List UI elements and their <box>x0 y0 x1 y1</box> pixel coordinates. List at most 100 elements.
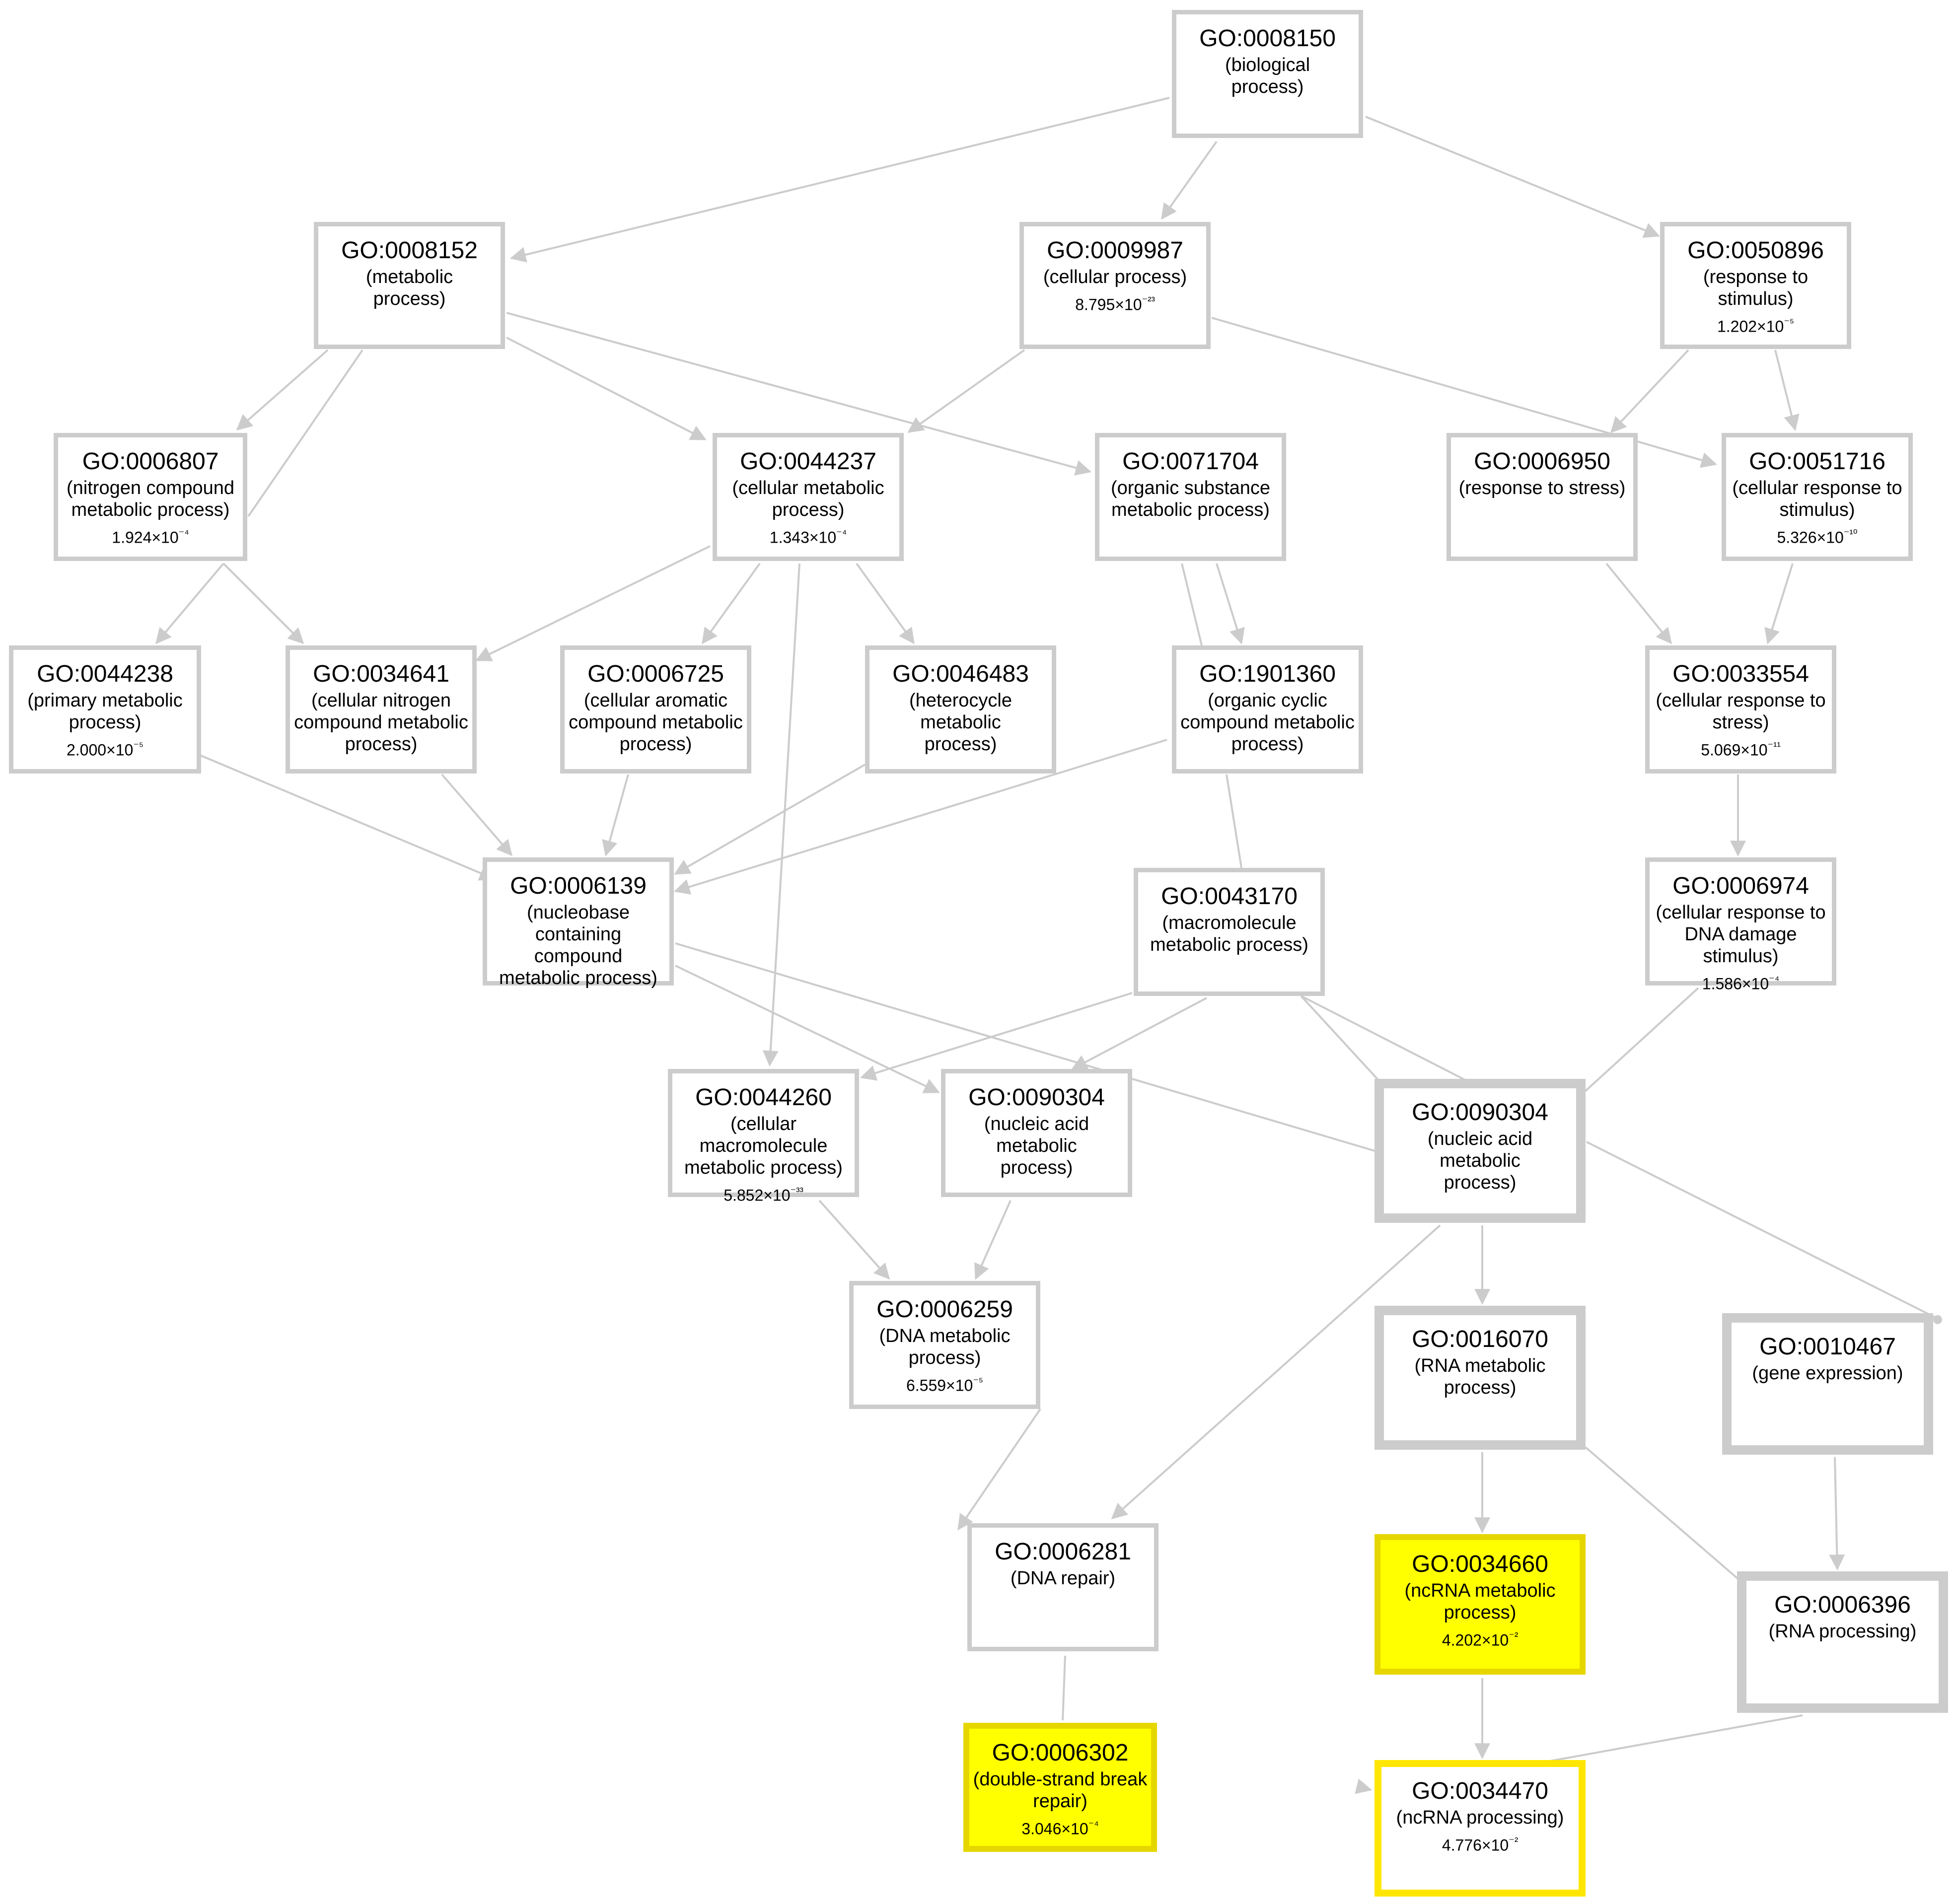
node-go-0006974[interactable]: GO:0006974 (cellular response to DNA dam… <box>1645 857 1836 993</box>
p-value-exponent: ⁻³³ <box>790 1185 803 1198</box>
node-description: (ncRNA metabolic process) <box>1404 1580 1556 1623</box>
node-go-0046483[interactable]: GO:0046483 (heterocycle metabolic proces… <box>865 645 1056 774</box>
edge-43 <box>1829 1457 1845 1571</box>
edge-31 <box>675 965 940 1093</box>
node-go-id: GO:0033554 <box>1672 661 1809 687</box>
node-description: (nucleic acid metabolic process) <box>984 1114 1089 1178</box>
edge-39 <box>1111 1224 1441 1520</box>
edge-36 <box>974 1200 1012 1280</box>
node-description: (cellular aromatic compound metabolic pr… <box>569 690 743 755</box>
node-go-0009987[interactable]: GO:0009987 (cellular process) 8.795×10⁻²… <box>1019 222 1211 349</box>
node-description: (cellular nitrogen compound metabolic pr… <box>294 690 468 755</box>
node-go-0090304-small[interactable]: GO:0090304 (nucleic acid metabolic proce… <box>941 1069 1132 1197</box>
node-go-0071704[interactable]: GO:0071704 (organic substance metabolic … <box>1095 433 1286 561</box>
node-go-id: GO:0006139 <box>510 873 647 899</box>
edge-5 <box>506 337 707 440</box>
edge-0 <box>509 97 1170 263</box>
edge-2 <box>1365 116 1660 238</box>
edge-12 <box>222 563 304 644</box>
node-go-id: GO:0006950 <box>1474 448 1610 475</box>
node-go-0006281[interactable]: GO:0006281 (DNA repair) <box>967 1523 1159 1651</box>
node-go-id: GO:0034470 <box>1412 1778 1548 1804</box>
node-description: (double-strand break repair) <box>973 1769 1148 1812</box>
node-description: (cellular process) <box>1043 267 1187 287</box>
node-go-id: GO:0006281 <box>995 1539 1131 1565</box>
node-description: (primary metabolic process) <box>27 690 183 733</box>
node-go-id: GO:0006396 <box>1774 1592 1911 1618</box>
node-go-id: GO:1901360 <box>1199 661 1336 687</box>
node-description: (response to stimulus) <box>1703 267 1809 309</box>
edge-20 <box>1764 563 1794 645</box>
node-go-id: GO:0043170 <box>1161 883 1298 910</box>
node-go-id: GO:0090304 <box>968 1084 1105 1111</box>
node-go-0044260[interactable]: GO:0044260 (cellular macromolecule metab… <box>668 1069 859 1204</box>
edge-35 <box>818 1199 890 1280</box>
node-p-value: 2.000×10⁻⁵ <box>66 740 144 759</box>
node-go-0006807[interactable]: GO:0006807 (nitrogen compound metabolic … <box>54 433 247 561</box>
node-go-0051716[interactable]: GO:0051716 (cellular response to stimulu… <box>1722 433 1913 561</box>
node-go-0034641[interactable]: GO:0034641 (cellular nitrogen compound m… <box>286 645 477 774</box>
node-p-value: 4.776×10⁻² <box>1442 1835 1519 1854</box>
edge-42 <box>1585 1446 1739 1580</box>
edge-14 <box>702 563 761 644</box>
node-go-0090304-large[interactable]: GO:0090304 (nucleic acid metabolic proce… <box>1375 1079 1586 1223</box>
node-go-0006950[interactable]: GO:0006950 (response to stress) <box>1447 433 1638 561</box>
node-description: (gene expression) <box>1752 1363 1903 1384</box>
node-go-id: GO:0046483 <box>892 661 1029 687</box>
node-go-0044237[interactable]: GO:0044237 (cellular metabolic process) … <box>713 433 904 561</box>
edge-22 <box>441 774 513 856</box>
node-go-0033554[interactable]: GO:0033554 (cellular response to stress)… <box>1645 645 1836 774</box>
node-go-0008152[interactable]: GO:0008152 (metabolic process) <box>314 222 505 349</box>
edge-13 <box>475 545 711 661</box>
node-go-0050896[interactable]: GO:0050896 (response to stimulus) 1.202×… <box>1660 222 1851 349</box>
node-go-0044238[interactable]: GO:0044238 (primary metabolic process) 2… <box>9 645 201 774</box>
node-description: (heterocycle metabolic process) <box>909 690 1012 755</box>
edge-26 <box>1226 774 1242 868</box>
node-go-id: GO:0034641 <box>313 661 449 687</box>
node-go-0034470[interactable]: GO:0034470 (ncRNA processing) 4.776×10⁻² <box>1375 1760 1586 1897</box>
edge-33 <box>1301 995 1470 1083</box>
node-go-0034660[interactable]: GO:0034660 (ncRNA metabolic process) 4.2… <box>1375 1534 1586 1675</box>
node-p-value: 1.343×10⁻⁴ <box>769 527 847 547</box>
edge-10 <box>1774 350 1800 431</box>
node-go-id: GO:0006302 <box>992 1740 1129 1766</box>
edge-44 <box>1062 1655 1066 1721</box>
node-p-value: 5.852×10⁻³³ <box>724 1185 803 1204</box>
node-go-id: GO:0008150 <box>1199 25 1336 52</box>
node-description: (metabolic process) <box>365 267 453 309</box>
edge-46 <box>1514 1714 1803 1768</box>
node-go-0006725[interactable]: GO:0006725 (cellular aromatic compound m… <box>560 645 751 774</box>
node-go-0006396[interactable]: GO:0006396 (RNA processing) <box>1737 1571 1948 1713</box>
node-go-id: GO:0071704 <box>1122 448 1259 475</box>
edge-9 <box>1610 349 1689 433</box>
p-value-exponent: ⁻¹⁰ <box>1843 527 1858 540</box>
node-p-value: 1.586×10⁻⁴ <box>1702 974 1780 993</box>
node-p-value: 3.046×10⁻⁴ <box>1021 1819 1099 1838</box>
edge-28 <box>860 992 1133 1081</box>
node-go-0006139[interactable]: GO:0006139 (nucleobase containing compou… <box>483 857 674 988</box>
node-go-1901360[interactable]: GO:1901360 (organic cyclic compound meta… <box>1172 645 1363 774</box>
edge-16 <box>762 563 800 1067</box>
node-go-0006259[interactable]: GO:0006259 (DNA metabolic process) 6.559… <box>849 1281 1040 1409</box>
node-go-id: GO:0006725 <box>587 661 724 687</box>
node-go-0010467[interactable]: GO:0010467 (gene expression) <box>1722 1313 1933 1455</box>
edge-24 <box>674 764 866 875</box>
node-description: (RNA metabolic process) <box>1414 1355 1546 1398</box>
node-description: (nucleobase containing compound metaboli… <box>499 902 657 988</box>
edge-15 <box>856 563 915 644</box>
node-go-0016070[interactable]: GO:0016070 (RNA metabolic process) <box>1375 1306 1586 1450</box>
edge-40 <box>957 1408 1041 1531</box>
edge-25 <box>673 739 1167 895</box>
node-go-id: GO:0006807 <box>82 448 219 475</box>
node-p-value: 1.202×10⁻⁵ <box>1717 316 1795 336</box>
node-go-0008150[interactable]: GO:0008150 (biological process) <box>1172 10 1363 138</box>
node-go-id: GO:0044238 <box>37 661 173 687</box>
p-value-exponent: ⁻⁴ <box>1088 1819 1099 1831</box>
node-go-0043170[interactable]: GO:0043170 (macromolecule metabolic proc… <box>1134 868 1325 996</box>
node-go-id: GO:0044237 <box>740 448 876 475</box>
node-p-value: 5.069×10⁻¹¹ <box>1701 740 1781 759</box>
node-description: (RNA processing) <box>1768 1621 1917 1642</box>
p-value-exponent: ⁻²³ <box>1142 294 1155 307</box>
node-go-0006302[interactable]: GO:0006302 (double-strand break repair) … <box>963 1723 1157 1852</box>
node-p-value: 1.924×10⁻⁴ <box>112 527 189 547</box>
